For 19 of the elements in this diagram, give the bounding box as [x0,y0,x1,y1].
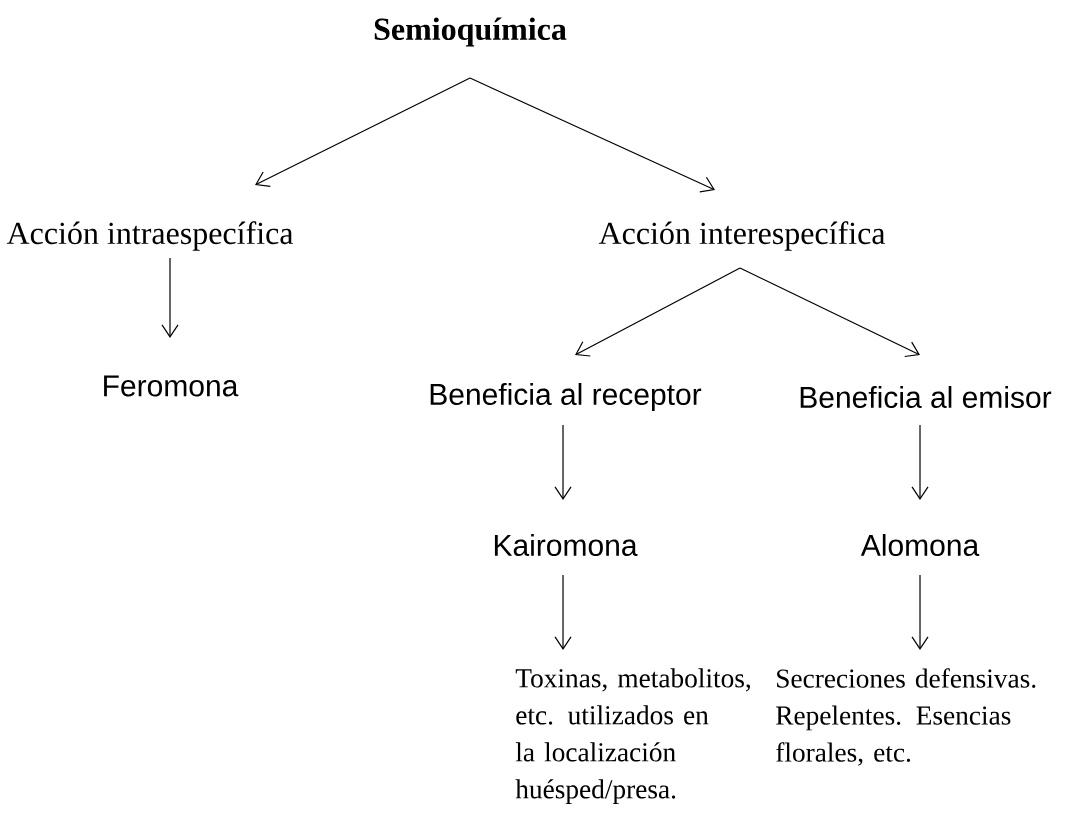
arrow [911,574,929,650]
category-label: Feromona [104,375,239,397]
category-label: Acción interespecífica [598,221,886,251]
arrow [911,424,929,500]
category-label: Kairomona [494,534,638,556]
arrow [554,424,572,500]
description-text: Secreciones defensivas. Repelentes. Esencias florales, etc. [776,668,1036,766]
description-text: Toxinas, metabolitos, etc. utilizados en la localización huésped/presa. [515,668,751,805]
arrow [554,574,572,650]
title-text: Semioquímica [374,17,567,47]
arrow [739,267,920,358]
arrow [161,257,179,338]
category-label: Acción intraespecífica [6,221,294,251]
arrow [575,267,741,357]
category-label: Beneficia al emisor [800,386,1052,408]
category-label: Alomona [860,534,980,556]
arrow [469,77,715,193]
arrow [255,77,471,187]
category-label: Beneficia al receptor [430,383,702,411]
